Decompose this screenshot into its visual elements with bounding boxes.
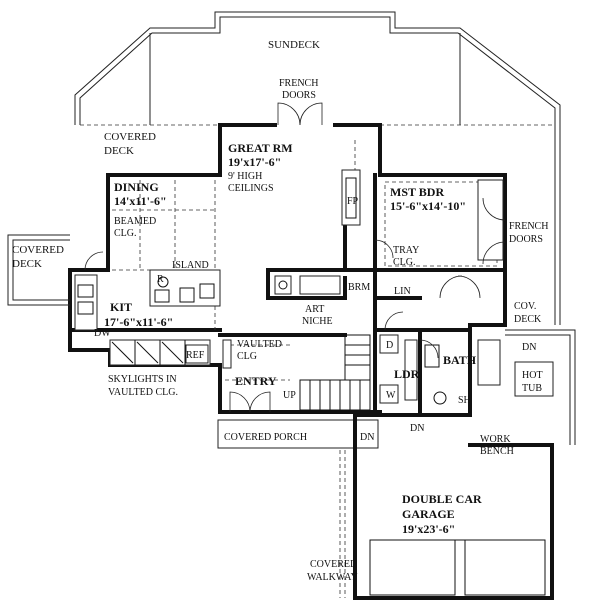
label-lin: LIN	[394, 286, 411, 297]
label-hot-2: TUB	[522, 383, 542, 394]
ldr-appliances	[379, 334, 418, 404]
covered-deck-left-outline	[7, 234, 70, 306]
label-kit-size: 17'-6"x11'-6"	[104, 315, 173, 329]
label-cov-deck-1: COV.	[514, 301, 536, 312]
kitchen-fixtures	[74, 269, 221, 366]
label-tray-2: CLG.	[393, 257, 416, 268]
label-great-rm-note-1: 9' HIGH	[228, 171, 262, 182]
label-entry: ENTRY	[235, 374, 277, 388]
label-dw: DW	[94, 328, 111, 339]
label-tray-1: TRAY	[393, 245, 419, 256]
label-dining-note-2: CLG.	[114, 228, 137, 239]
label-dining-size: 14'x11'-6"	[114, 194, 167, 208]
label-french-doors-right-1: FRENCH	[509, 221, 548, 232]
label-covered-deck-left-2: DECK	[12, 258, 42, 270]
label-ref: REF	[186, 350, 205, 361]
label-covered-deck-1: COVERED	[104, 131, 156, 143]
label-french-doors-top-1: FRENCH	[279, 78, 318, 89]
label-garage-1: DOUBLE CAR	[402, 492, 482, 506]
label-d: D	[386, 340, 393, 351]
label-mst-bdr: MST BDR	[390, 185, 444, 199]
label-french-doors-top-2: DOORS	[282, 90, 316, 101]
label-walkway-2: WALKWAY	[307, 572, 358, 583]
label-art-2: NICHE	[302, 316, 333, 327]
label-w: W	[386, 390, 396, 401]
label-skylights-1: SKYLIGHTS IN	[108, 374, 177, 385]
label-dn-2: DN	[360, 432, 374, 443]
label-dining: DINING	[114, 180, 159, 194]
label-vaulted-2: CLG	[237, 351, 257, 362]
label-dn-3: DN	[410, 423, 424, 434]
label-great-rm-note-2: CEILINGS	[228, 183, 274, 194]
fireplace	[341, 169, 361, 226]
sundeck-outline	[74, 11, 561, 325]
label-work-1: WORK	[480, 434, 511, 445]
label-great-rm-size: 19'x17'-6"	[228, 155, 281, 169]
label-garage-2: GARAGE	[402, 507, 455, 521]
label-fp: FP	[347, 196, 359, 207]
label-kit: KIT	[110, 300, 132, 314]
french-doors-top	[277, 102, 323, 126]
label-dn-1: DN	[522, 342, 536, 353]
label-work-2: BENCH	[480, 446, 514, 457]
label-mst-bdr-size: 15'-6"x14'-10"	[390, 199, 466, 213]
label-garage-size: 19'x23'-6"	[402, 522, 455, 536]
garage-outline	[339, 413, 554, 600]
label-bath: BATH	[443, 353, 477, 367]
entry-doors	[222, 339, 271, 413]
label-covered-deck-left-1: COVERED	[12, 244, 64, 256]
label-covered-deck-2: DECK	[104, 145, 134, 157]
bath-fixtures	[274, 179, 504, 405]
label-ldr: LDR	[394, 367, 420, 381]
label-hot-1: HOT	[522, 370, 543, 381]
cov-deck-right-outline	[505, 329, 576, 445]
label-cov-deck-2: DECK	[514, 314, 542, 325]
interior-walls	[68, 173, 507, 417]
label-french-doors-right-2: DOORS	[509, 234, 543, 245]
label-island: ISLAND	[172, 260, 209, 271]
label-walkway-1: COVERED	[310, 559, 357, 570]
label-brm: BRM	[348, 282, 370, 293]
label-sundeck: SUNDECK	[268, 39, 320, 51]
interior-doors	[84, 197, 506, 359]
label-skylights-2: VAULTED CLG.	[108, 387, 178, 398]
label-up: UP	[283, 390, 296, 401]
label-covered-porch: COVERED PORCH	[224, 432, 307, 443]
covered-porch-outline	[217, 419, 379, 449]
label-great-rm: GREAT RM	[228, 141, 293, 155]
label-r: R	[157, 274, 164, 285]
label-art-1: ART	[305, 304, 324, 315]
label-sh: SH	[458, 395, 471, 406]
stairs	[299, 334, 371, 411]
label-dining-note-1: BEAMED	[114, 216, 156, 227]
label-vaulted-1: VAULTED	[237, 339, 282, 350]
